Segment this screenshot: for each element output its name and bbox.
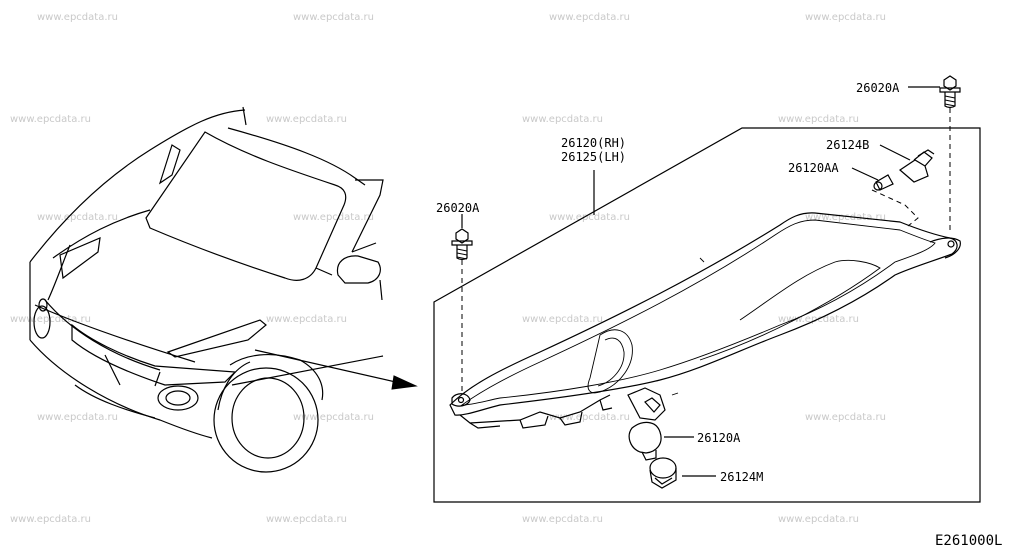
- watermark-text: www.epcdata.ru: [805, 212, 886, 223]
- watermark-text: www.epcdata.ru: [293, 12, 374, 23]
- watermark-text: www.epcdata.ru: [266, 314, 347, 325]
- label-assembly-lh: 26125(LH): [561, 150, 626, 164]
- bulb-turn-part: [628, 421, 694, 461]
- watermark-text: www.epcdata.ru: [266, 514, 347, 525]
- label-socket-top: 26124B: [826, 138, 869, 152]
- watermark-text: www.epcdata.ru: [293, 412, 374, 423]
- vehicle-illustration: [29, 106, 418, 473]
- socket-top-part: [879, 144, 935, 183]
- watermark-text: www.epcdata.ru: [778, 514, 859, 525]
- diagram-code: E261000L: [935, 533, 1002, 549]
- watermark-text: www.epcdata.ru: [266, 114, 347, 125]
- watermark-text: www.epcdata.ru: [37, 212, 118, 223]
- socket-bottom-part: [649, 457, 716, 489]
- watermark-text: www.epcdata.ru: [522, 114, 603, 125]
- label-assembly-rh: 26120(RH): [561, 136, 626, 150]
- label-bulb-turn: 26120A: [697, 431, 741, 445]
- parts-frame: [433, 127, 981, 503]
- watermark-text: www.epcdata.ru: [805, 412, 886, 423]
- watermark-text: www.epcdata.ru: [549, 412, 630, 423]
- watermark-text: www.epcdata.ru: [293, 212, 374, 223]
- watermark-text: www.epcdata.ru: [549, 212, 630, 223]
- label-bolt-left: 26020A: [436, 201, 480, 215]
- watermark-text: www.epcdata.ru: [10, 514, 91, 525]
- bolt-left-part: [451, 214, 473, 394]
- watermark-text: www.epcdata.ru: [549, 12, 630, 23]
- label-bulb-small: 26120AA: [788, 161, 839, 175]
- label-socket-bottom: 26124M: [720, 470, 763, 484]
- watermark-text: www.epcdata.ru: [805, 12, 886, 23]
- bulb-small-part: [851, 167, 919, 227]
- watermark-text: www.epcdata.ru: [522, 514, 603, 525]
- watermark-text: www.epcdata.ru: [778, 114, 859, 125]
- watermark-text: www.epcdata.ru: [522, 314, 603, 325]
- watermark-layer: www.epcdata.ru www.epcdata.ru www.epcdata.…: [10, 12, 886, 525]
- watermark-text: www.epcdata.ru: [37, 12, 118, 23]
- label-bolt-top: 26020A: [856, 81, 900, 95]
- watermark-text: www.epcdata.ru: [10, 114, 91, 125]
- bolt-top-part: [908, 75, 961, 232]
- watermark-text: www.epcdata.ru: [37, 412, 118, 423]
- headlamp-assembly: [449, 212, 961, 429]
